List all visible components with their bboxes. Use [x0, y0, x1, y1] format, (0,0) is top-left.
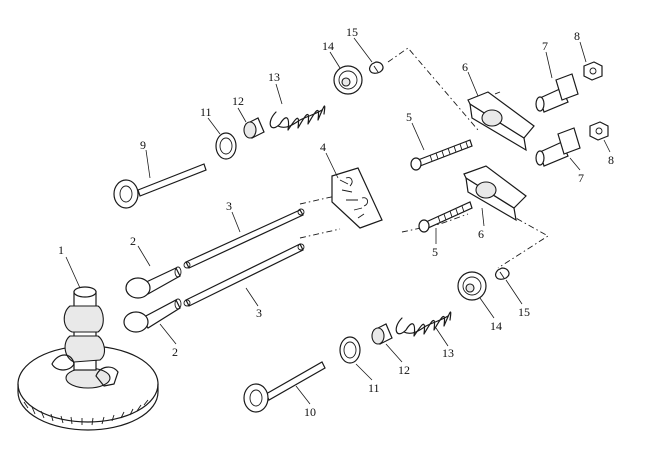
label-part-5a: 5	[406, 110, 412, 124]
label-part-1: 1	[58, 243, 64, 257]
label-part-11b: 11	[368, 381, 380, 395]
label-part-13a: 13	[268, 70, 280, 84]
label-part-8a: 8	[574, 29, 580, 43]
label-part-2b: 2	[172, 345, 178, 359]
valve-lower	[243, 361, 326, 413]
rocker-pivot-lower	[535, 127, 581, 167]
label-part-12a: 12	[232, 94, 244, 108]
washer-upper	[215, 132, 237, 160]
spring-retainer-upper	[333, 65, 363, 95]
label-part-11a: 11	[200, 105, 212, 119]
label-part-5b: 5	[432, 245, 438, 259]
label-part-15b: 15	[518, 305, 530, 319]
label-part-12b: 12	[398, 363, 410, 377]
part-labels: 1 2 2 3 3 4 5 5 6 6 7 7 8 8 9 10 11 11 1…	[58, 25, 614, 419]
label-part-9: 9	[140, 138, 146, 152]
label-part-14b: 14	[490, 319, 502, 333]
rocker-arm-upper	[467, 91, 535, 152]
label-part-4: 4	[320, 140, 326, 154]
label-part-15a: 15	[346, 25, 358, 39]
push-rod-upper	[183, 208, 305, 269]
adjusting-stud-lower	[418, 201, 473, 233]
label-part-14a: 14	[322, 39, 334, 53]
rocker-pivot-upper	[535, 73, 579, 113]
tappet-upper	[125, 266, 182, 299]
guide-plate	[331, 167, 383, 229]
valve-upper	[113, 163, 207, 209]
spring-retainer-lower	[457, 271, 487, 301]
label-part-3b: 3	[256, 306, 262, 320]
nut-lower	[589, 121, 609, 141]
adjusting-stud-upper	[410, 139, 473, 171]
valve-spring-lower	[395, 311, 452, 337]
washer-lower	[339, 336, 361, 364]
label-part-6b: 6	[478, 227, 484, 241]
label-part-2a: 2	[130, 234, 136, 248]
tappet-lower	[123, 298, 182, 333]
valve-collet-lower	[494, 267, 510, 280]
label-part-13b: 13	[442, 346, 454, 360]
valve-seal-lower	[371, 323, 393, 345]
label-part-8b: 8	[608, 153, 614, 167]
label-part-7b: 7	[578, 171, 584, 185]
label-part-10: 10	[304, 405, 316, 419]
nut-upper	[583, 61, 603, 81]
leader-lines	[65, 37, 611, 405]
rocker-arm-lower	[463, 165, 527, 222]
valve-spring-upper	[269, 105, 326, 131]
push-rod-lower	[183, 243, 305, 307]
label-part-6a: 6	[462, 60, 468, 74]
label-part-7a: 7	[542, 39, 548, 53]
camshaft-gear	[17, 286, 159, 431]
valve-seal-upper	[243, 117, 265, 139]
valve-collet-upper	[368, 61, 384, 74]
label-part-3a: 3	[226, 199, 232, 213]
